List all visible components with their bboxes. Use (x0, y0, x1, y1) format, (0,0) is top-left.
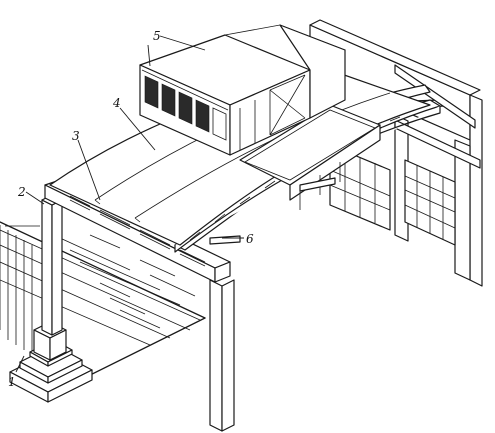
callout-1: 1 (8, 375, 16, 389)
ground-hatching (0, 221, 206, 391)
trolley-frame (239, 104, 381, 210)
callout-2: 2 (17, 185, 26, 199)
callout-6: 6 (246, 232, 254, 246)
callout-leaders (15, 35, 244, 373)
callout-5: 5 (153, 29, 161, 43)
front-right-column (209, 279, 235, 432)
callout-3: 3 (72, 129, 80, 143)
front-left-column (41, 194, 63, 336)
callout-4: 4 (112, 96, 121, 110)
trolley-housing (139, 24, 346, 156)
